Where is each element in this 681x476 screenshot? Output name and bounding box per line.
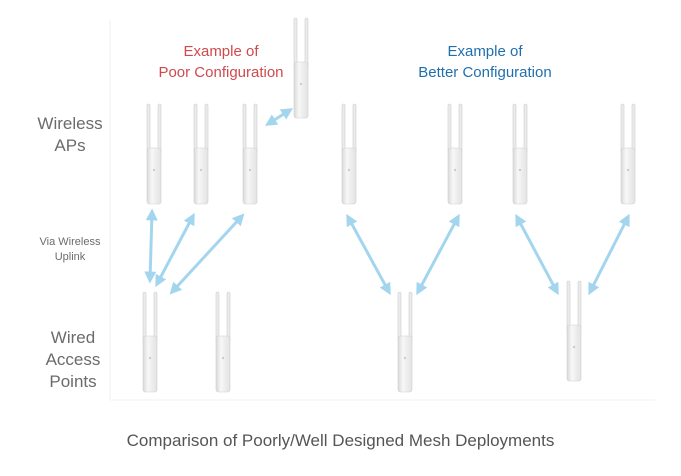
arrow-better-ap2 — [416, 213, 460, 296]
wired-label-line1: Wired — [50, 328, 96, 347]
poor-title-line1: Example of — [183, 43, 259, 60]
poor-title-line2: Poor Configuration — [158, 64, 284, 81]
ap-better-3-icon — [512, 103, 528, 205]
wireless-label-line2: APs — [54, 136, 86, 155]
arrow-better-ap1 — [346, 213, 391, 296]
wired-label-line2: Access — [45, 350, 101, 369]
wired-better-2-icon — [566, 280, 582, 382]
wireless-aps-label: Wireless APs — [22, 113, 118, 157]
arrow-poor-ap1 — [144, 208, 158, 284]
arrow-better-ap4 — [588, 213, 630, 296]
ap-poor-3-icon — [242, 103, 258, 205]
poor-configuration-title: Example of Poor Configuration — [118, 41, 324, 83]
wired-access-points-label: Wired Access Points — [28, 327, 118, 393]
arrow-better-ap3 — [515, 213, 559, 296]
ap-poor-2-icon — [193, 103, 209, 205]
ap-poor-4-icon — [293, 17, 309, 119]
ap-poor-1-icon — [146, 103, 162, 205]
wired-poor-1-icon — [142, 291, 158, 393]
wired-better-1-icon — [397, 291, 413, 393]
ap-better-4-icon — [620, 103, 636, 205]
arrow-poor-ap4 — [264, 108, 294, 126]
ap-better-1-icon — [341, 103, 357, 205]
wireless-uplink-label: Via Wireless Uplink — [18, 235, 122, 265]
better-title-line2: Better Configuration — [418, 64, 552, 81]
better-configuration-title: Example of Better Configuration — [382, 41, 588, 83]
arrow-poor-ap3 — [169, 213, 245, 295]
uplink-arrows — [144, 108, 630, 296]
uplink-label-line1: Via Wireless — [39, 236, 101, 248]
ap-better-2-icon — [447, 103, 463, 205]
uplink-label-line2: Uplink — [54, 251, 86, 263]
wired-label-line3: Points — [49, 372, 97, 391]
diagram-caption: Comparison of Poorly/Well Designed Mesh … — [126, 431, 555, 450]
better-title-line1: Example of — [447, 43, 523, 60]
wired-poor-2-icon — [215, 291, 231, 393]
wireless-label-line1: Wireless — [37, 114, 103, 133]
